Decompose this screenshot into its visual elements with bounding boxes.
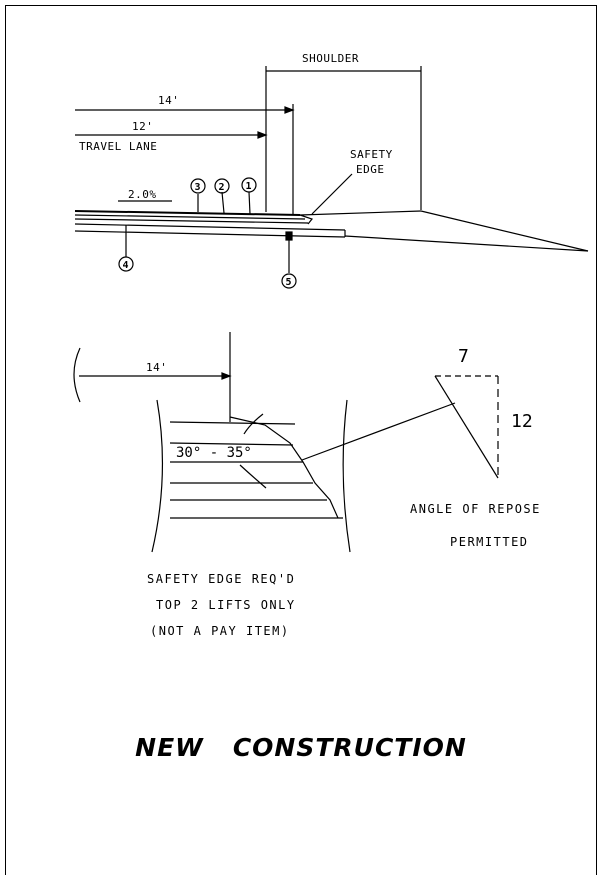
dim-12-arrow: [257, 131, 268, 139]
callout-2-leader: [221, 191, 225, 214]
callout-3-circle: [190, 178, 206, 194]
foreslope: [420, 210, 589, 252]
repose-triangle-hyp: [434, 375, 499, 479]
safety-edge-profile: [229, 416, 339, 519]
callout-4-number: 4: [123, 260, 129, 271]
repose-label-line2: PERMITTED: [450, 535, 529, 549]
top-cross-section: [74, 66, 589, 289]
slope-label: 2.0%: [128, 188, 157, 201]
travel-lane-label: TRAVEL LANE: [79, 140, 157, 153]
note-line1: SAFETY EDGE REQ'D: [147, 572, 295, 586]
ratio-run-label: 7: [458, 346, 469, 367]
foreslope-lower: [344, 235, 589, 252]
safety-edge-label-1: SAFETY: [350, 148, 393, 161]
repose-label-line1: ANGLE OF REPOSE: [410, 502, 541, 516]
note-line2: TOP 2 LIFTS ONLY: [156, 598, 296, 612]
callout-2-number: 2: [219, 182, 225, 193]
repose-leader: [301, 402, 456, 461]
safety-edge-label-2: EDGE: [356, 163, 385, 176]
safety-edge-leader: [311, 173, 353, 215]
safety-edge-detail: [73, 332, 499, 553]
callout-1-leader: [248, 191, 251, 215]
callout-5-number: 5: [286, 277, 292, 288]
callout-5-marker: [285, 231, 293, 241]
detail-dim-label: 14': [146, 361, 167, 374]
angle-arrow-top: [243, 413, 264, 435]
shoulder-label: SHOULDER: [302, 52, 359, 65]
dim-14-arrow: [284, 106, 295, 114]
callout-4-circle: [118, 256, 134, 272]
angle-label: 30° - 35°: [176, 445, 252, 461]
dim-14-label: 14': [158, 94, 179, 107]
dim-12-label: 12': [132, 120, 153, 133]
callout-1-number: 1: [246, 181, 252, 192]
pavement-layer-3: [74, 218, 309, 224]
note-line3: (NOT A PAY ITEM): [150, 624, 290, 638]
callout-1-circle: [241, 177, 257, 193]
pavement-layer-2: [74, 214, 306, 220]
detail-dim-arrow: [221, 372, 232, 380]
callout-3-number: 3: [195, 182, 201, 193]
drawing-frame: [5, 5, 597, 875]
angle-arrow-bottom: [239, 464, 267, 489]
detail-left-brace: [73, 347, 81, 403]
lift-line-2: [169, 442, 294, 446]
shoulder-surface: [299, 210, 422, 216]
safety-edge-wedge: [299, 214, 314, 225]
callout-2-circle: [214, 178, 230, 194]
drawing-title: NEW CONSTRUCTION: [135, 733, 467, 762]
detail-right-boundary: [342, 399, 351, 553]
detail-left-boundary: [151, 399, 164, 553]
base-bottom: [74, 230, 346, 238]
callout-5-circle: [281, 273, 297, 289]
lift-line-1: [169, 421, 296, 425]
ratio-rise-label: 12: [511, 411, 533, 432]
pavement-top: [74, 210, 301, 216]
pavement-bottom: [74, 223, 346, 231]
